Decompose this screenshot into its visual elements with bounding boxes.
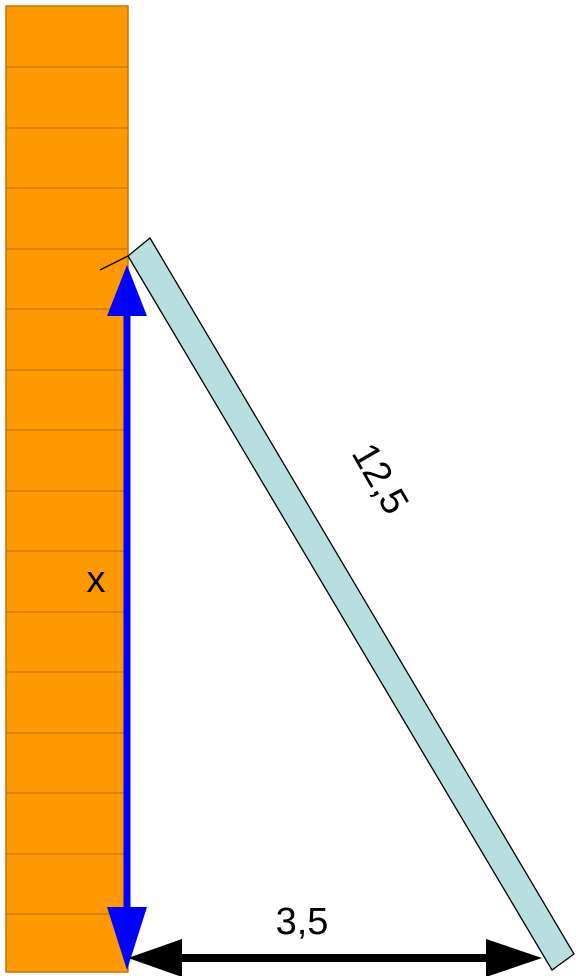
height-label: x <box>87 559 106 601</box>
ladder-bar <box>127 237 575 971</box>
base-arrow-head-right <box>486 939 542 976</box>
wall-brick-lines <box>6 66 128 915</box>
ladder <box>99 237 575 971</box>
base-arrow-head-left <box>128 939 182 976</box>
height-arrow <box>107 265 147 970</box>
height-arrow-head-bottom <box>107 907 147 970</box>
wall-body <box>5 5 129 973</box>
base-arrow <box>128 939 542 976</box>
ladder-top-tick <box>99 255 129 271</box>
wall <box>5 5 129 973</box>
base-label: 3,5 <box>276 901 329 943</box>
height-arrow-head-top <box>107 265 147 316</box>
ladder-length-label: 12,5 <box>343 436 416 521</box>
